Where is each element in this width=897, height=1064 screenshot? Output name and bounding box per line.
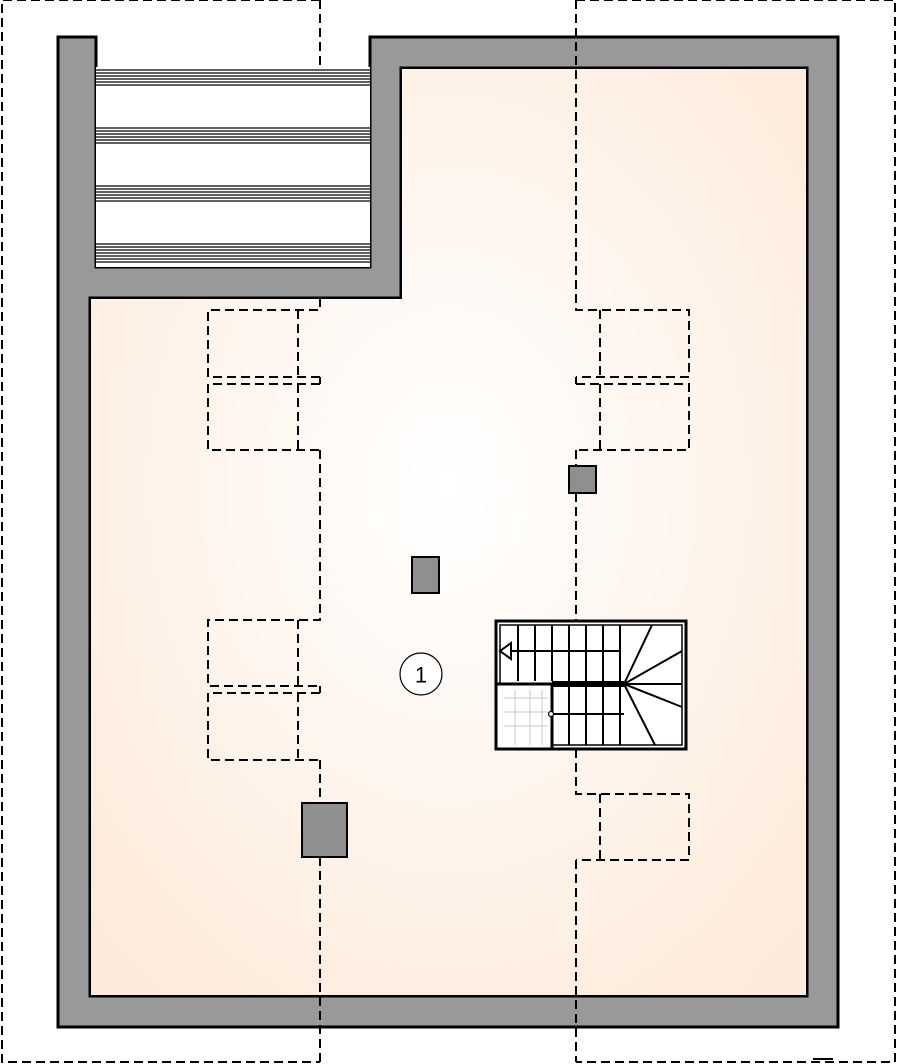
right-roof-line	[575, 0, 690, 1062]
chimney-large	[301, 802, 348, 858]
chimney-center	[411, 556, 440, 594]
terrace-railing	[96, 67, 370, 267]
staircase	[494, 619, 688, 751]
chimney-small-right	[568, 465, 597, 494]
room-marker: 1	[399, 652, 443, 696]
stair-arrow-icon	[498, 641, 512, 661]
left-roof-line	[207, 298, 321, 1062]
floor-area	[89, 67, 808, 997]
room-number: 1	[415, 663, 427, 688]
